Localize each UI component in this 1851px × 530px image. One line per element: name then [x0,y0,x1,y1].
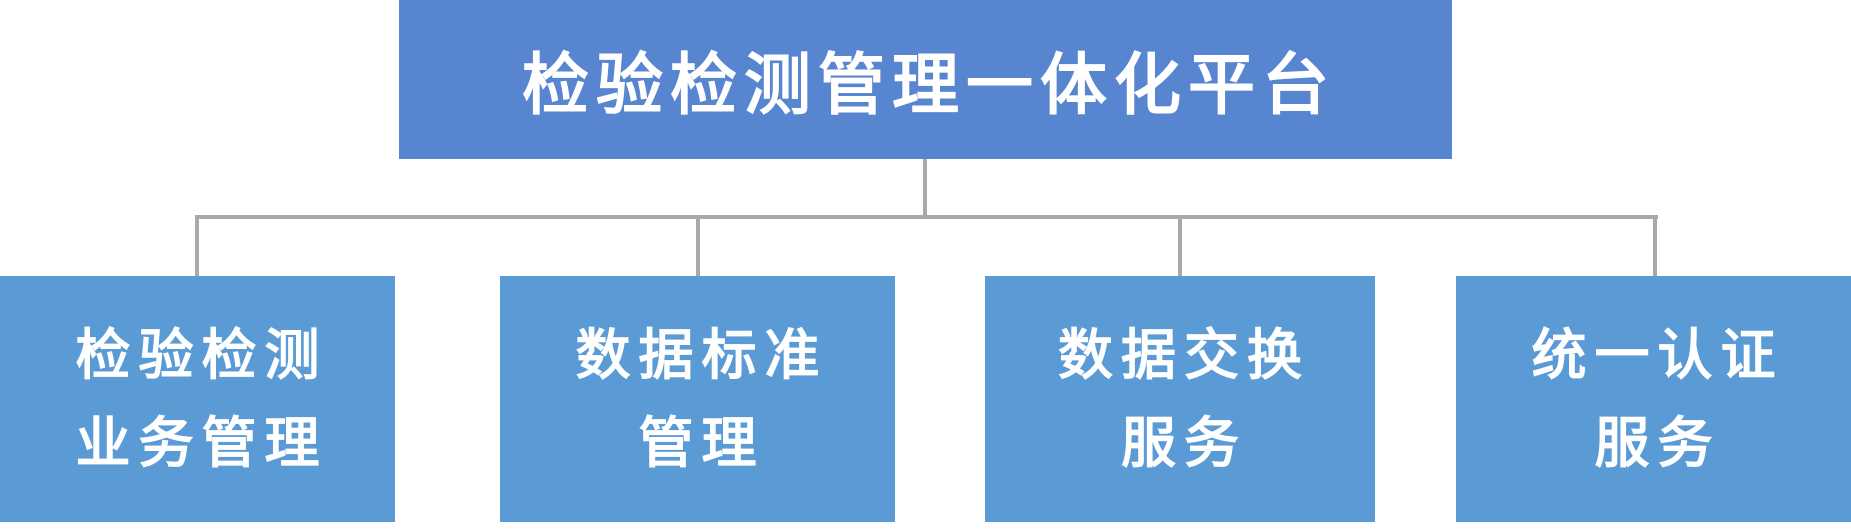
child-node-label-line2: 服务 [1120,412,1247,474]
child-node-data-exchange-service: 数据交换 服务 [985,276,1375,522]
connector-rail [195,215,1658,219]
connector-drop-child-4 [1653,217,1657,276]
child-node-label-line2: 服务 [1594,412,1721,474]
child-node-label-line1: 数据交换 [1057,324,1310,386]
root-node-platform: 检验检测管理一体化平台 [399,0,1452,159]
child-node-label-line1: 统一认证 [1531,324,1784,386]
connector-drop-child-3 [1178,217,1182,276]
root-node-label: 检验检测管理一体化平台 [522,48,1336,123]
child-node-label-line1: 检验检测 [75,324,328,386]
child-node-label-line2: 业务管理 [75,412,328,474]
connector-stem [923,159,927,217]
child-node-inspection-business-management: 检验检测 业务管理 [0,276,395,522]
child-node-label-line2: 管理 [638,412,765,474]
connector-drop-child-1 [195,217,199,276]
connector-drop-child-2 [696,217,700,276]
child-node-data-standard-management: 数据标准 管理 [500,276,895,522]
child-node-label-line1: 数据标准 [575,324,828,386]
child-node-unified-authentication-service: 统一认证 服务 [1456,276,1851,522]
